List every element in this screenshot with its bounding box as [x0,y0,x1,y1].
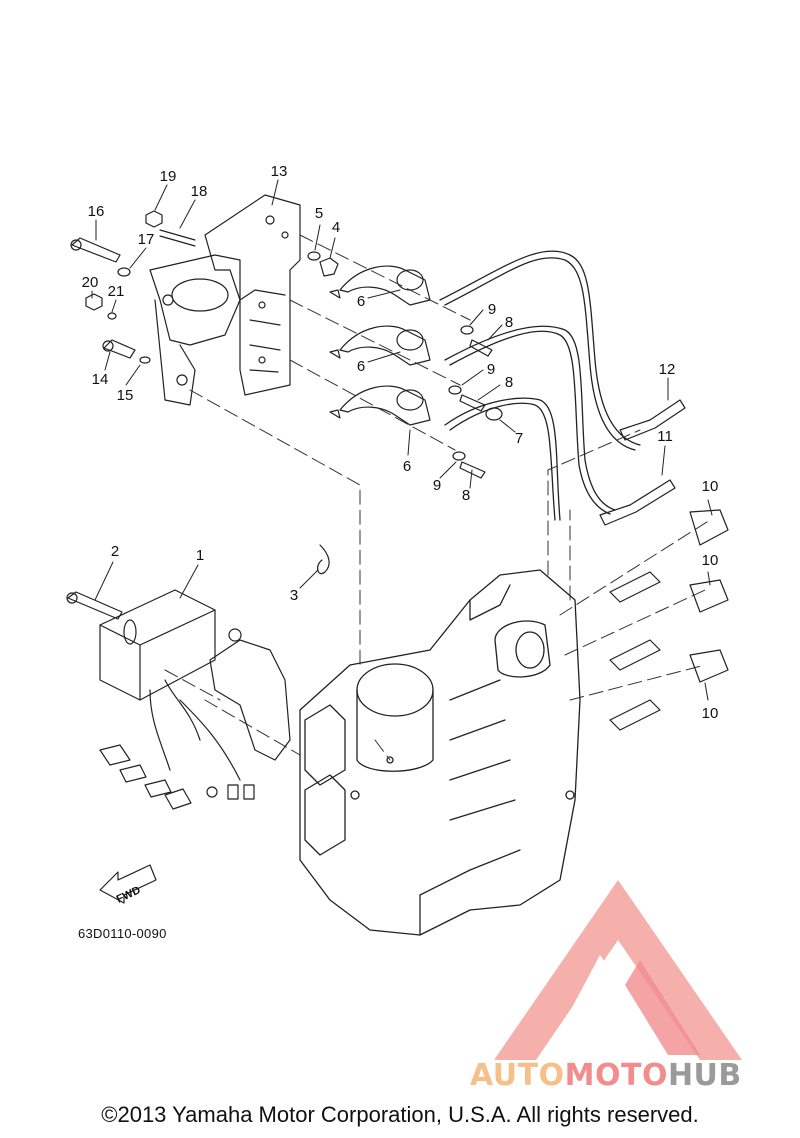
callout-15: 15 [116,387,134,404]
high-tension-cords [439,250,641,521]
callout-10b: 10 [701,552,719,569]
callout-8c: 8 [461,487,471,504]
callout-6a: 6 [356,293,366,310]
fasteners [66,210,503,620]
callout-18: 18 [190,183,208,200]
callout-10a: 10 [701,478,719,495]
callout-9a: 9 [487,301,497,318]
copyright-notice: ©2013 Yamaha Motor Corporation, U.S.A. A… [101,1102,699,1127]
cdi-unit [99,589,255,810]
callout-17: 17 [137,231,155,248]
watermark-part-moto: MOTO [564,1058,668,1093]
callout-8a: 8 [504,314,514,331]
mount-bracket [209,628,291,761]
callout-21: 21 [107,283,125,300]
callout-7: 7 [514,430,524,447]
callout-6c: 6 [402,458,412,475]
callout-11: 11 [657,428,673,445]
fwd-arrow-icon [99,864,157,904]
watermark-brand: AUTOMOTOHUB [470,1058,742,1093]
callout-10c: 10 [701,705,719,722]
spark-plugs [599,399,729,731]
callout-3: 3 [289,587,299,604]
callout-8b: 8 [504,374,514,391]
callout-9c: 9 [432,477,442,494]
callout-6b: 6 [356,358,366,375]
watermark-part-auto: AUTO [470,1058,565,1093]
callout-2: 2 [110,543,120,560]
callout-19: 19 [159,168,177,185]
engine-block [299,569,581,936]
ignition-coils [329,265,431,426]
callout-20: 20 [81,274,99,291]
callout-16: 16 [87,203,105,220]
callout-1: 1 [195,547,205,564]
leader-lines [91,179,713,701]
callout-12: 12 [658,361,676,378]
callout-5: 5 [314,205,324,222]
callout-14: 14 [91,371,109,388]
ignition-bracket [204,194,301,396]
watermark-part-hub: HUB [667,1058,742,1093]
callout-13: 13 [270,163,288,180]
clamp-bracket [149,254,241,406]
callout-4: 4 [331,219,341,236]
watermark-logo [494,880,742,1060]
routing-lines [164,234,711,761]
catalog-code: 63D0110-0090 [78,926,167,941]
callout-9b: 9 [486,361,496,378]
